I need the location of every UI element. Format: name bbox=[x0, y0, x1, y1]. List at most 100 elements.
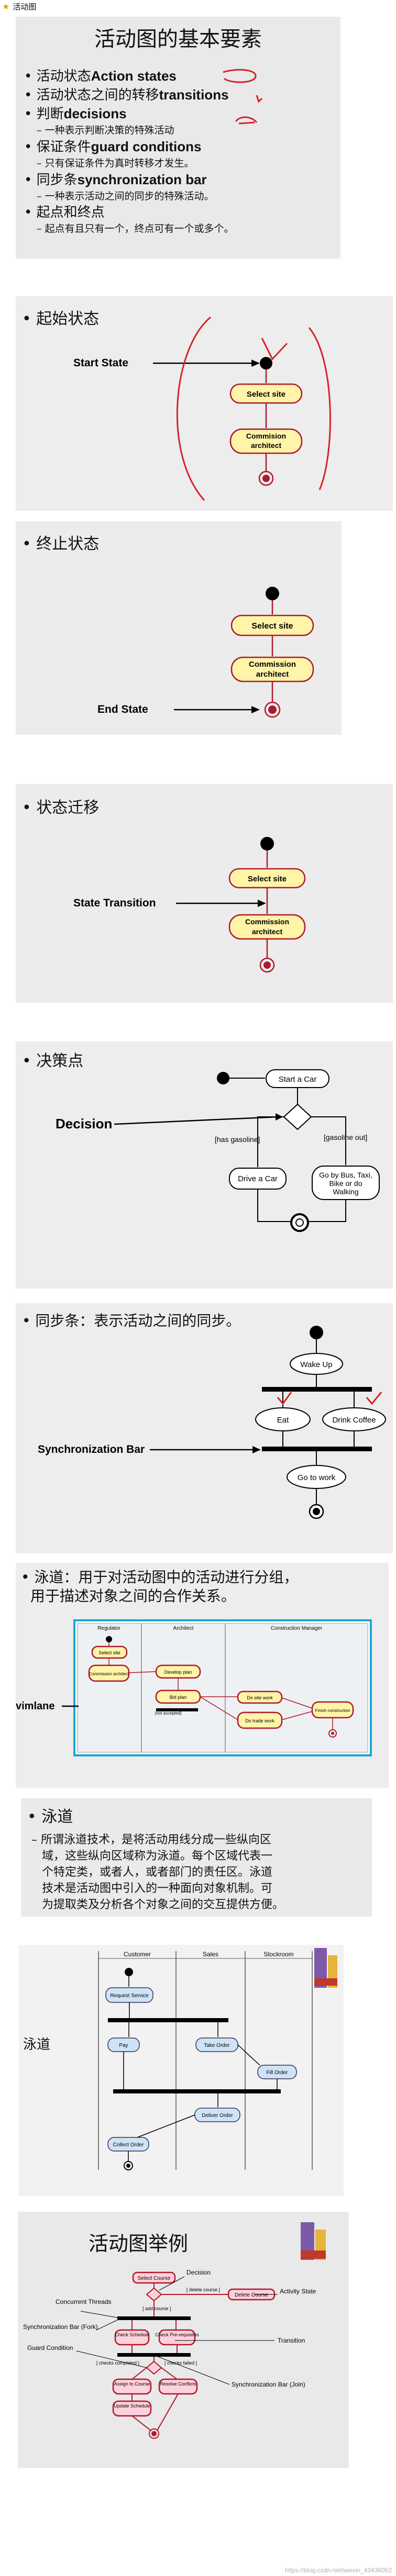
activity-label: Commission bbox=[245, 917, 289, 926]
star-icon: ★ bbox=[2, 2, 10, 12]
activity-label: Select site bbox=[251, 622, 293, 631]
slide-bullet: • 状态迁移 bbox=[22, 799, 100, 817]
text-line: 为提取类及分析各个对象之间的交互提供方便。 bbox=[42, 1898, 284, 1911]
text-line: 个特定类，或者人，或者部门的责任区。泳道 bbox=[42, 1866, 273, 1879]
page-header: ★ 活动图 bbox=[2, 1, 36, 12]
list-item: • 判断decisions bbox=[24, 106, 127, 122]
start-node bbox=[260, 357, 272, 369]
handwritten-arrow bbox=[256, 95, 263, 103]
callout-label: Guard Condition bbox=[27, 2344, 73, 2351]
end-node bbox=[264, 701, 281, 718]
end-node bbox=[259, 957, 275, 973]
end-node bbox=[258, 471, 274, 486]
state-transition-diagram: Select site Commission architect State T… bbox=[73, 837, 306, 973]
guard-label: [has gasoline] bbox=[215, 1135, 260, 1144]
list-item: • 同步条synchronization bar bbox=[24, 172, 207, 188]
callout-label: Synchronization Bar (Join) bbox=[232, 2381, 305, 2388]
activity-label: architect bbox=[252, 927, 283, 936]
activity-label: Assign to Course bbox=[114, 2381, 150, 2387]
text-line: 域，这些纵向区域称为泳道。每个区域代表一 bbox=[42, 1850, 273, 1863]
activity-label: Bid plan bbox=[170, 1695, 187, 1700]
page-title: 活动图 bbox=[13, 2, 37, 12]
slide-state-transition: • 状态迁移 Select site Commission architect … bbox=[16, 784, 393, 1003]
slide-bullet: • 泳道：用于对活动图中的活动进行分组， 用于描述对象之间的合作关系。 bbox=[21, 1569, 299, 1605]
lane-header: Stockroom bbox=[263, 1951, 293, 1958]
activity-label: Drive a Car bbox=[238, 1174, 278, 1183]
join-bar bbox=[262, 1447, 372, 1451]
slide-swimlane-example: 泳道 Customer Sales Stockroom Request Serv… bbox=[19, 1945, 344, 2196]
synchronization-diagram: Wake Up Eat Drink Coffee Go to work Sync… bbox=[38, 1326, 386, 1519]
slide-title: 活动图举例 bbox=[88, 2232, 188, 2255]
text-line: – 所谓泳道技术，是将活动用线分成一些纵向区 bbox=[31, 1833, 271, 1846]
list-item: • 保证条件guard conditions bbox=[24, 139, 202, 155]
activity-label: Update Schedule bbox=[114, 2403, 150, 2409]
start-node bbox=[266, 587, 279, 600]
activity-label: Finish construction bbox=[315, 1708, 350, 1713]
lane-header: Construction Manager bbox=[271, 1626, 323, 1631]
slide-activity-example: 活动图举例 Select Course Delete Course [ dele… bbox=[18, 2212, 349, 2468]
activity-label: Bike or do bbox=[329, 1179, 362, 1188]
guard-label: [ delete course ] bbox=[186, 2287, 220, 2292]
start-node bbox=[217, 1072, 229, 1084]
guard-label: [ add course ] bbox=[142, 2306, 171, 2311]
slide-bullet: • 同步条：表示活动之间的同步。 bbox=[22, 1312, 241, 1329]
fork-bar bbox=[262, 1387, 372, 1392]
activity-label: Do trade work bbox=[245, 1718, 275, 1723]
slide-bullet: • 决策点 bbox=[22, 1052, 84, 1070]
slide-label: 泳道 bbox=[23, 2037, 51, 2053]
diagram-label: Synchronization Bar bbox=[38, 1443, 145, 1455]
guard-label: [not accepted] bbox=[155, 1711, 181, 1716]
element-list: • 活动状态Action states• 活动状态之间的转移transition… bbox=[24, 67, 338, 236]
diagram-label: Start State bbox=[73, 357, 128, 369]
lane-header: Customer bbox=[124, 1951, 151, 1958]
slide-decision: • 决策点 Start a Car [has gasoline] [gasoli… bbox=[16, 1041, 393, 1289]
decision-diagram: Start a Car [has gasoline] [gasoline out… bbox=[56, 1069, 380, 1232]
start-state-diagram: Start State Select site Commision archit… bbox=[73, 316, 331, 501]
activity-label: Fill Order bbox=[266, 2070, 288, 2076]
annotation-marks bbox=[223, 69, 263, 125]
slide-title: 活动图的基本要素 bbox=[94, 27, 262, 51]
diagram-label: Decision bbox=[56, 1116, 112, 1132]
activity-label: Delete Course bbox=[235, 2292, 268, 2298]
activity-label: Commission bbox=[249, 660, 296, 669]
activity-label: architect bbox=[256, 670, 289, 679]
callout-label: Synchronization Bar (Fork) bbox=[23, 2323, 98, 2331]
handwritten-mark bbox=[235, 116, 258, 125]
activity-label: Check Schedule bbox=[115, 2332, 149, 2337]
activity-label: Collect Order bbox=[113, 2142, 145, 2148]
swimlane-example-diagram: Customer Sales Stockroom Request Service… bbox=[98, 1948, 337, 2170]
activity-label: Deliver Order bbox=[202, 2113, 233, 2119]
activity-label: architect bbox=[251, 441, 282, 450]
activity-label: Select Course bbox=[138, 2276, 171, 2281]
diagram-label: State Transition bbox=[73, 897, 156, 909]
end-state-diagram: Select site Commission architect End Sta… bbox=[97, 587, 314, 718]
slide-basic-elements: 活动图的基本要素 • 活动状态Action states• 活动状态之间的转移t… bbox=[16, 17, 340, 259]
list-subitem: – 只有保证条件为真时转移才发生。 bbox=[37, 158, 194, 169]
activity-label: Do site work bbox=[247, 1695, 273, 1700]
slide-swimlane-text: • 泳道 – 所谓泳道技术，是将活动用线分成一些纵向区域，这些纵向区域称为泳道。… bbox=[21, 1798, 372, 1917]
guard-label: [ checks completed ] bbox=[96, 2360, 139, 2366]
handwritten-checks bbox=[277, 1392, 382, 1405]
slide-bullet: • 泳道 bbox=[27, 1808, 73, 1826]
activity-label: Resolve Conflicts bbox=[160, 2381, 196, 2387]
diagram-label: vimlane bbox=[16, 1700, 54, 1712]
lane-header: Regulator bbox=[97, 1626, 120, 1631]
callout-label: Activity State bbox=[280, 2288, 316, 2295]
handwritten-marks bbox=[176, 316, 331, 501]
list-subitem: – 一种表示活动之间的同步的特殊活动。 bbox=[37, 191, 214, 202]
callout-label: Transition bbox=[278, 2337, 305, 2344]
slide-start-state: • 起始状态 Start State Select site Commision… bbox=[16, 296, 393, 511]
activity-label: Pay bbox=[119, 2043, 128, 2048]
activity-label: Start a Car bbox=[279, 1075, 317, 1084]
activity-label: Develop plan bbox=[164, 1670, 192, 1675]
handwritten-circle bbox=[223, 69, 257, 83]
guard-label: [gasoline out] bbox=[324, 1133, 367, 1141]
swimlane-description: – 所谓泳道技术，是将活动用线分成一些纵向区域，这些纵向区域称为泳道。每个区域代… bbox=[31, 1832, 284, 1913]
slide-end-state: • 终止状态 Select site Commission architect … bbox=[16, 521, 342, 735]
decision-diamond bbox=[283, 1103, 312, 1130]
activity-label: Drink Coffee bbox=[332, 1416, 376, 1425]
callout-label: Concurrent Threads bbox=[56, 2298, 112, 2305]
activity-label: Walking bbox=[333, 1188, 358, 1196]
slide-synchronization: • 同步条：表示活动之间的同步。 Wake Up Eat Drink Coffe… bbox=[16, 1303, 393, 1553]
list-subitem: – 起点有且只有一个，终点可有一个或多个。 bbox=[37, 223, 234, 234]
